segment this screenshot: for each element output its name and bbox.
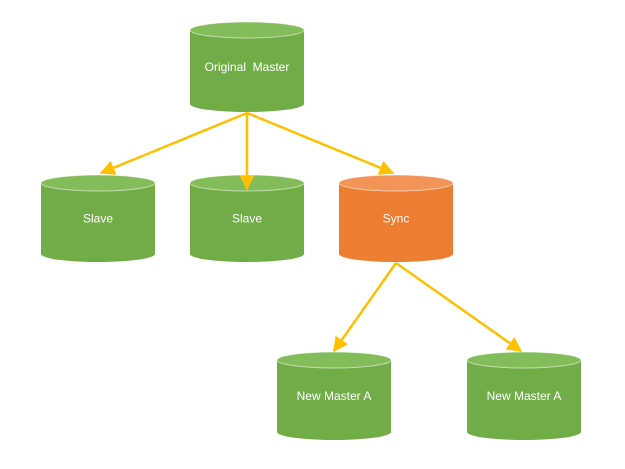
node-label-slave-1: Slave (83, 212, 113, 226)
cylinder-body (277, 360, 391, 440)
node-label-new-master-a-1: New Master A (297, 389, 372, 403)
node-label-new-master-a-2: New Master A (487, 389, 562, 403)
node-label-sync: Sync (383, 212, 410, 226)
cylinder-body (190, 30, 304, 112)
cylinder-node-new-master-a-1: New Master A (276, 351, 392, 440)
cylinder-node-new-master-a-2: New Master A (466, 351, 582, 440)
cylinder-top (40, 174, 156, 192)
node-label-original-master: Original Master (205, 60, 290, 74)
cylinder-body (41, 183, 155, 262)
cylinder-body (339, 183, 453, 262)
arrow-original-master-to-sync (246, 111, 395, 175)
arrow-sync-to-new-master-a-1 (332, 262, 398, 353)
arrow-original-master-to-slave-1 (99, 111, 248, 175)
cylinder-node-slave-1: Slave (40, 174, 156, 262)
cylinder-body (467, 360, 581, 440)
arrow-sync-to-new-master-a-2 (395, 261, 523, 353)
cylinder-top (189, 21, 305, 39)
cylinder-node-sync: Sync (338, 174, 454, 262)
cylinder-node-original-master: Original Master (189, 21, 305, 112)
node-label-slave-2: Slave (232, 212, 262, 226)
cylinder-body (190, 183, 304, 262)
cylinder-top (466, 351, 582, 369)
cylinder-top (338, 174, 454, 192)
edges-layer (99, 111, 523, 353)
cylinder-top (276, 351, 392, 369)
